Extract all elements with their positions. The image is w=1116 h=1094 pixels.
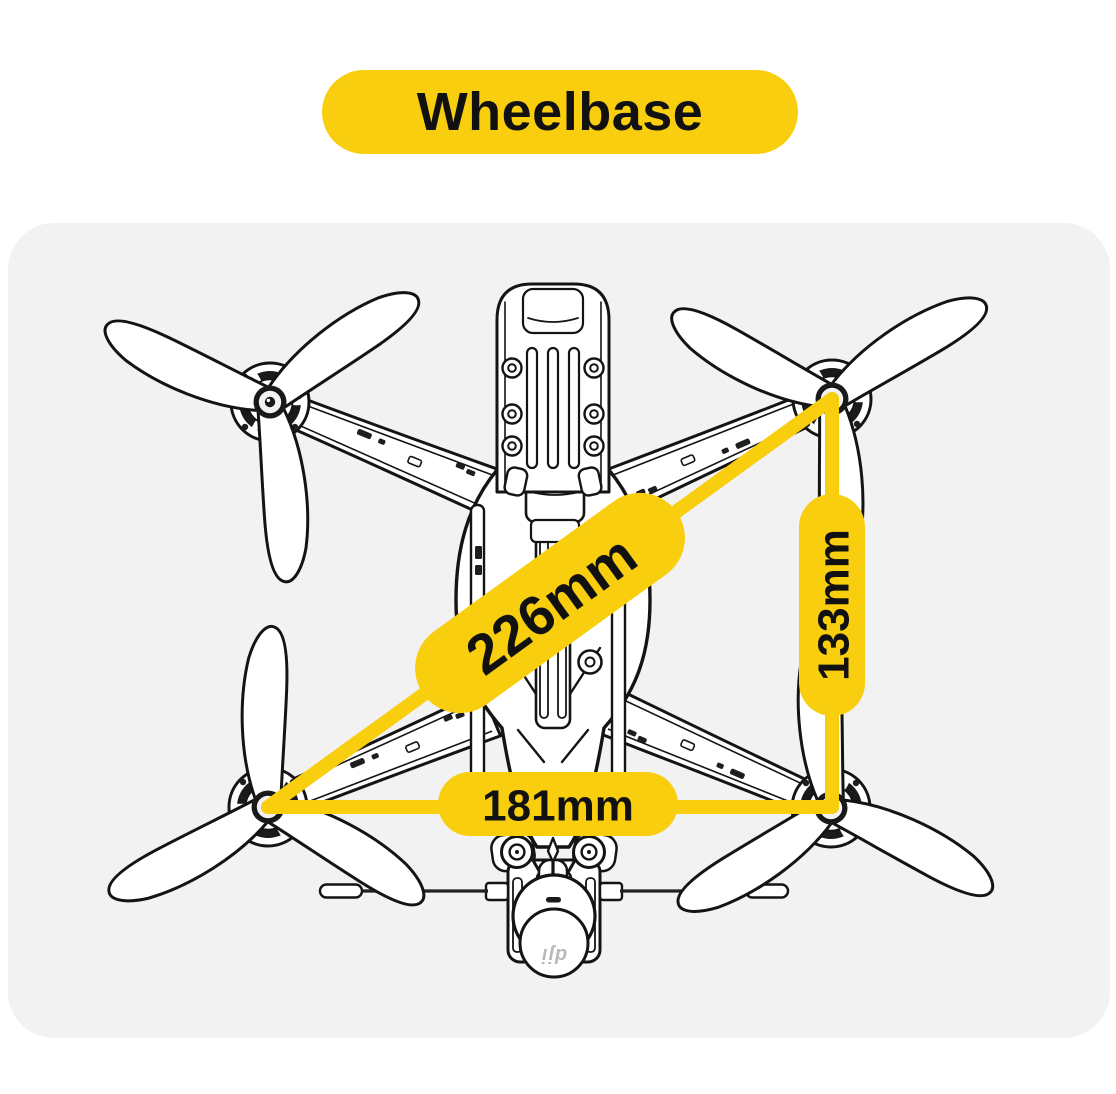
motor-cap-top-left (252, 384, 288, 420)
antenna-mount-left (484, 881, 510, 902)
measurement-pill-horizontal: 181mm (438, 772, 678, 836)
camera-gimbal: dji (484, 831, 624, 979)
gimbal-roller-right (572, 835, 606, 869)
camera-lens (518, 907, 590, 979)
antenna-mount-right (598, 881, 624, 902)
dji-logo-text: dji (541, 944, 567, 966)
wheelbase-title-badge: Wheelbase (322, 70, 798, 154)
measurement-label-horizontal: 181mm (482, 782, 634, 831)
measurement-pill-vertical: 133mm (799, 494, 865, 716)
gimbal-roller-left (500, 835, 534, 869)
canopy-screw-rings (501, 357, 605, 457)
measurement-label-vertical: 133mm (810, 529, 859, 681)
wheelbase-title-label: Wheelbase (416, 82, 704, 142)
